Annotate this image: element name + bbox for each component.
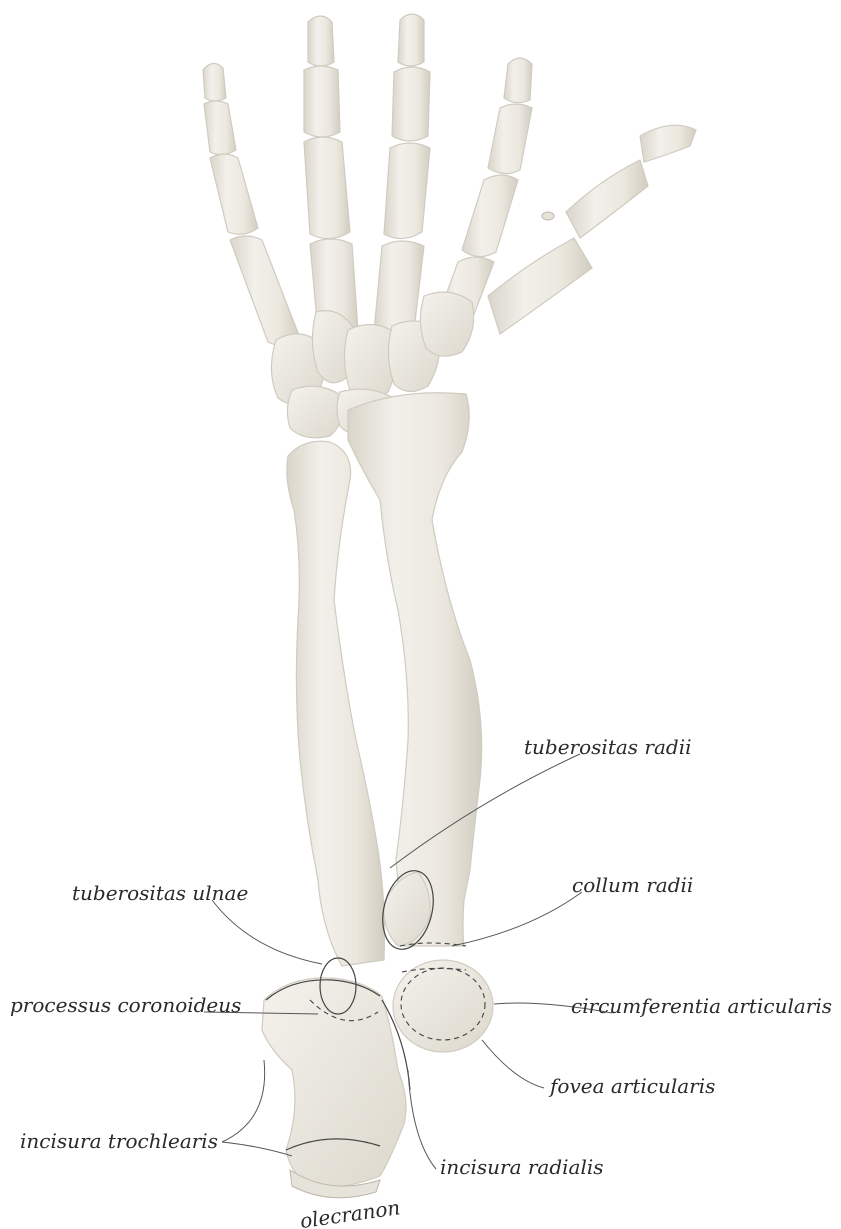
leader-incisura-radialis bbox=[408, 1070, 436, 1169]
leader-tuberositas-ulnae bbox=[212, 900, 322, 964]
label-collum-radii: collum radii bbox=[572, 873, 693, 897]
label-processus-coronoideus: processus coronoideus bbox=[10, 993, 241, 1017]
radius-head bbox=[393, 960, 493, 1052]
little-finger bbox=[203, 63, 300, 345]
label-circumferentia-articularis: circumferentia articularis bbox=[571, 994, 832, 1018]
leader-collum-radii bbox=[452, 892, 582, 946]
ulna-bone bbox=[287, 441, 385, 966]
middle-finger bbox=[374, 14, 430, 337]
forearm-bones bbox=[262, 393, 493, 1198]
label-incisura-trochlearis: incisura trochlearis bbox=[20, 1129, 218, 1153]
leader-incisura-trochlearis-upper bbox=[222, 1060, 265, 1142]
proximal-ulna bbox=[262, 978, 406, 1188]
label-tuberositas-radii: tuberositas radii bbox=[524, 735, 691, 759]
ring-finger bbox=[304, 16, 358, 337]
leader-incisura-trochlearis-lower bbox=[222, 1142, 292, 1156]
hand-bones bbox=[203, 14, 696, 438]
label-incisura-radialis: incisura radialis bbox=[440, 1155, 604, 1179]
leader-fovea-articularis bbox=[482, 1040, 544, 1088]
label-olecranon: olecranon bbox=[298, 1195, 401, 1229]
label-tuberositas-ulnae: tuberositas ulnae bbox=[72, 881, 248, 905]
label-fovea-articularis: fovea articularis bbox=[548, 1074, 715, 1098]
